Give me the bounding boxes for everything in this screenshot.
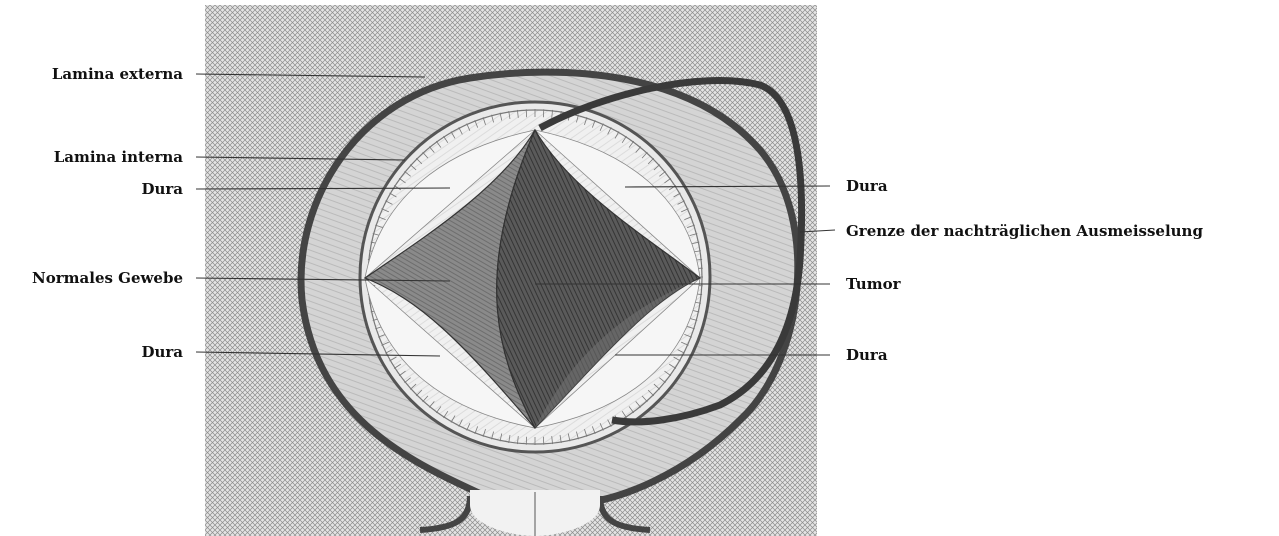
label-dura-left-lower: Dura [141, 343, 183, 361]
label-normales-gewebe: Normales Gewebe [32, 269, 183, 287]
label-dura-right-lower: Dura [846, 346, 888, 364]
label-lamina-interna: Lamina interna [54, 148, 184, 166]
label-lamina-externa: Lamina externa [52, 65, 183, 83]
label-tumor: Tumor [846, 275, 902, 293]
label-grenze: Grenze der nachträglichen Ausmeisselung [846, 222, 1203, 240]
label-dura-right-upper: Dura [846, 177, 888, 195]
label-dura-left-upper: Dura [141, 180, 183, 198]
